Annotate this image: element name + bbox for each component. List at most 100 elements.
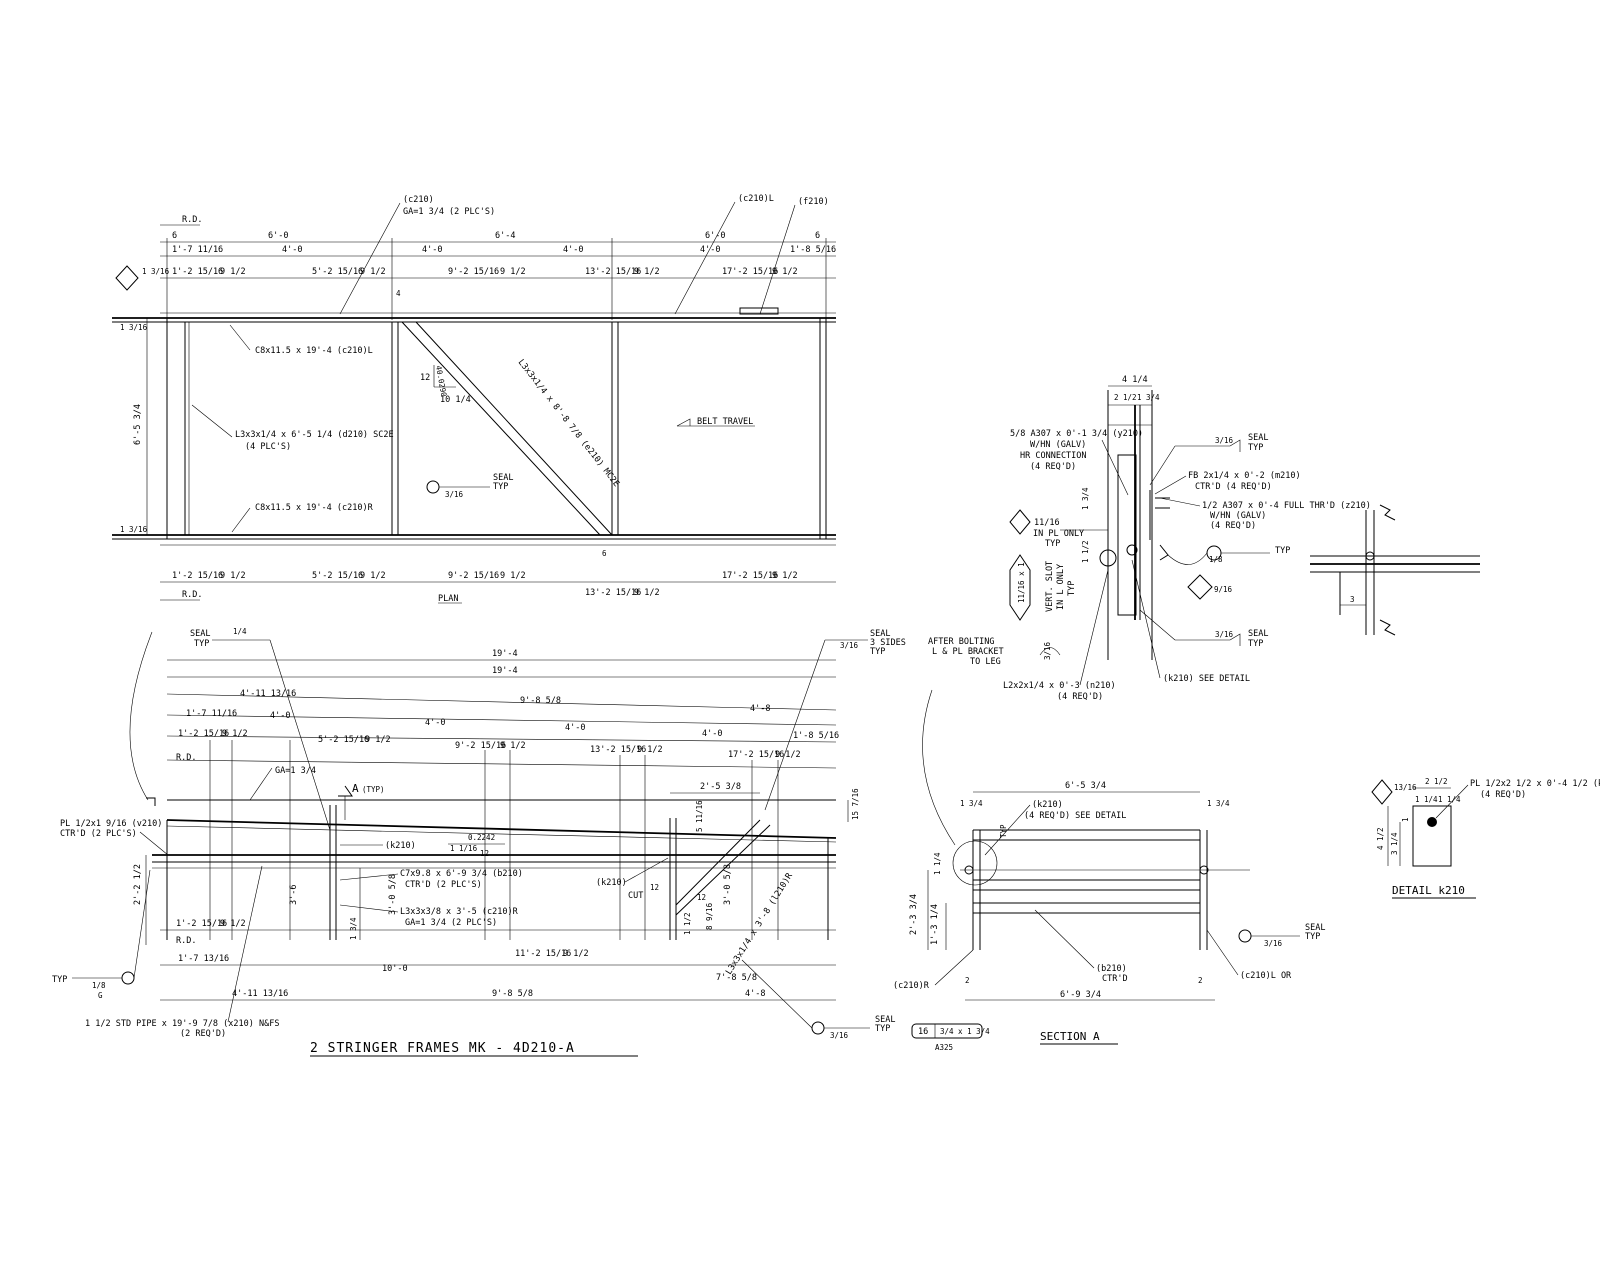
conn-slot-b: VERT. SLOT xyxy=(1045,561,1055,612)
plan-dim-r2-d: 4'-0 xyxy=(563,245,583,255)
elev-rd: R.D. xyxy=(176,753,196,763)
elev-dim-12: 12 xyxy=(697,893,706,902)
conn-slot-c: IN L ONLY xyxy=(1056,564,1066,610)
elev-pipe-b: (2 REQ'D) xyxy=(180,1029,226,1039)
section-seal-w: 3/16 xyxy=(1264,939,1283,948)
section-dim-2a: 2 xyxy=(965,976,970,985)
plan-strut: L3x3x1/4 x 6'-5 1/4 (d210) SC2E xyxy=(235,430,394,440)
elev-k210-b: (k210) xyxy=(596,878,627,888)
elev-dim-r5-3: 9 1/2 xyxy=(365,735,391,745)
conn-bolt: 5/8 A307 x 0'-1 3/4 (y210) xyxy=(1010,429,1143,439)
section-b210: (b210) xyxy=(1096,964,1127,974)
conn-slot: 11/16 x 1 xyxy=(1017,562,1026,603)
elev-bot1-3: 9 1/2 xyxy=(563,949,589,959)
elev-dim-15: 15 7/16 xyxy=(851,788,860,820)
section-dim-2b: 2 xyxy=(1198,976,1203,985)
connection-detail: 4 1/4 2 1/2 1 3/4 5/8 A307 x 0'-1 3/4 (y… xyxy=(1003,375,1480,702)
elev-bot2-1: 10'-0 xyxy=(382,964,408,974)
plan-brace: L3x3x1/4 x 8'-8 7/8 (e210) MC2E xyxy=(516,358,622,489)
plan-bot-1: 9 1/2 xyxy=(220,571,246,581)
plan-dim-r3-0: 1'-2 15/16 xyxy=(172,267,223,277)
plan-dim-r3-9: 9 1/2 xyxy=(772,267,798,277)
conn-top: 4 1/4 xyxy=(1122,375,1148,385)
plan-dim-r3-1: 9 1/2 xyxy=(220,267,246,277)
elev-dim-1-2: 1 1/2 xyxy=(683,912,692,935)
elev-dim-r5-0: 1'-2 15/16 xyxy=(178,729,229,739)
section-dim-2-3: 2'-3 3/4 xyxy=(909,894,919,935)
elev-dim-5-1: 5 11/16 xyxy=(695,800,704,832)
plan-stringer-bot: C8x11.5 x 19'-4 (c210)R xyxy=(255,503,374,513)
detail-pl-b: (4 REQ'D) xyxy=(1480,790,1526,800)
conn-seal2-b: TYP xyxy=(1248,639,1263,649)
elev-dim-r3-1: 9'-8 5/8 xyxy=(520,696,561,706)
conn-hole-b: IN PL ONLY xyxy=(1033,529,1084,539)
section-bolt-qty: 16 xyxy=(918,1027,928,1037)
elev-dim-1-3: 1 3/4 xyxy=(349,917,358,940)
conn-weld-3-16: 3/16 xyxy=(1043,641,1052,660)
plan-dim-r3-6: 13'-2 15/16 xyxy=(585,267,641,277)
conn-bolt-d: (4 REQ'D) xyxy=(1030,462,1076,472)
conn-slot-d: TYP xyxy=(1067,581,1077,596)
elev-dim-r5-2: 5'-2 15/16 xyxy=(318,735,369,745)
elev-l3-b: GA=1 3/4 (2 PLC'S) xyxy=(405,918,497,928)
elev-h-3-6: 3'-6 xyxy=(289,885,299,905)
conn-bolt-c: HR CONNECTION xyxy=(1020,451,1087,461)
plan-callout-c210-ga: GA=1 3/4 (2 PLC'S) xyxy=(403,207,495,217)
elev-weld-g: G xyxy=(98,991,103,1000)
elev-dim-r4-2: 4'-0 xyxy=(425,718,445,728)
detail-pl: PL 1/2x2 1/2 x 0'-4 1/2 (k210) xyxy=(1470,779,1600,789)
elev-bot3-1: 9'-8 5/8 xyxy=(492,989,533,999)
section-top-dim: 6'-5 3/4 xyxy=(1065,781,1106,791)
elev-cut-b: 12 xyxy=(650,883,659,892)
plan-dim-r2-b: 4'-0 xyxy=(282,245,302,255)
section-dim-1-3b: 1 3/4 xyxy=(1207,799,1230,808)
elev-seal-bot-b: TYP xyxy=(875,1024,890,1034)
plan-stringer-top: C8x11.5 x 19'-4 (c210)L xyxy=(255,346,373,356)
conn-seal1: SEAL xyxy=(1248,433,1268,443)
plan-bot-6: 13'-2 15/16 xyxy=(585,588,641,598)
section-dim-1-1: 1 1/4 xyxy=(933,852,942,875)
section-c210r: (c210)R xyxy=(893,981,930,991)
plan-dim-r3-8: 17'-2 15/16 xyxy=(722,267,778,277)
conn-fb-b: CTR'D (4 REQ'D) xyxy=(1195,482,1272,492)
elev-bot2-2: 7'-8 5/8 xyxy=(716,973,757,983)
conn-k210: (k210) SEE DETAIL xyxy=(1163,674,1250,684)
elev-dim-r4-4: 4'-0 xyxy=(702,729,722,739)
conn-fb: FB 2x1/4 x 0'-2 (m210) xyxy=(1188,471,1301,481)
detail-dim-0: 2 1/2 xyxy=(1425,777,1448,786)
elev-dim-2-5: 2'-5 3/8 xyxy=(700,782,741,792)
plan-bot-8: 17'-2 15/16 xyxy=(722,571,778,581)
elev-weld-g-w: 1/8 xyxy=(92,981,106,990)
elev-seal-3s-b: 3 SIDES xyxy=(870,638,906,648)
elev-seal-bot: SEAL xyxy=(875,1015,895,1025)
detail-dim-4: 4 1/2 xyxy=(1376,827,1385,850)
section-seal: SEAL xyxy=(1305,923,1325,933)
elev-seal-3s: SEAL xyxy=(870,629,890,639)
elev-seal-3s-c: TYP xyxy=(870,647,885,657)
elev-pipe: 1 1/2 STD PIPE x 19'-9 7/8 (x210) N&FS xyxy=(85,1019,279,1029)
elev-bot1-2: 11'-2 15/16 xyxy=(515,949,571,959)
elev-dim-r3-2: 4'-8 xyxy=(750,704,770,714)
elev-seal-tl: SEAL xyxy=(190,629,210,639)
conn-bolt-b: W/HN (GALV) xyxy=(1030,440,1086,450)
elev-after-bolting: AFTER BOLTING xyxy=(928,637,995,647)
elev-dim-overall-2: 19'-4 xyxy=(492,666,518,676)
plan-slope-run: 10 1/4 xyxy=(440,395,471,405)
plan-dim-6-0-b: 6'-0 xyxy=(705,231,725,241)
detail-dim-2: 1 1/4 xyxy=(1438,795,1461,804)
detail-dim-1v: 1 xyxy=(1401,817,1410,822)
plan-seal: SEAL xyxy=(493,473,513,483)
conn-seal1-w: 3/16 xyxy=(1215,436,1234,445)
plan-dim-r2-c: 4'-0 xyxy=(422,245,442,255)
plan-dim-6-left: 6 xyxy=(172,231,177,241)
elev-dim-r5-1: 9 1/2 xyxy=(222,729,248,739)
plan-rd-bot: R.D. xyxy=(182,590,202,600)
elev-section-a: A xyxy=(352,782,359,795)
plan-view: R.D. 6 6'-0 6'-4 6'-0 6 1'-7 11/16 4'-0 … xyxy=(112,194,836,604)
plan-callout-f210: (f210) xyxy=(798,197,829,207)
elev-seal-tl-typ: TYP xyxy=(194,639,209,649)
plan-callout-c210l: (c210)L xyxy=(738,194,774,204)
conn-small-3: 3 xyxy=(1350,595,1355,604)
elev-slope-frac: 1 1/16 xyxy=(450,844,478,853)
